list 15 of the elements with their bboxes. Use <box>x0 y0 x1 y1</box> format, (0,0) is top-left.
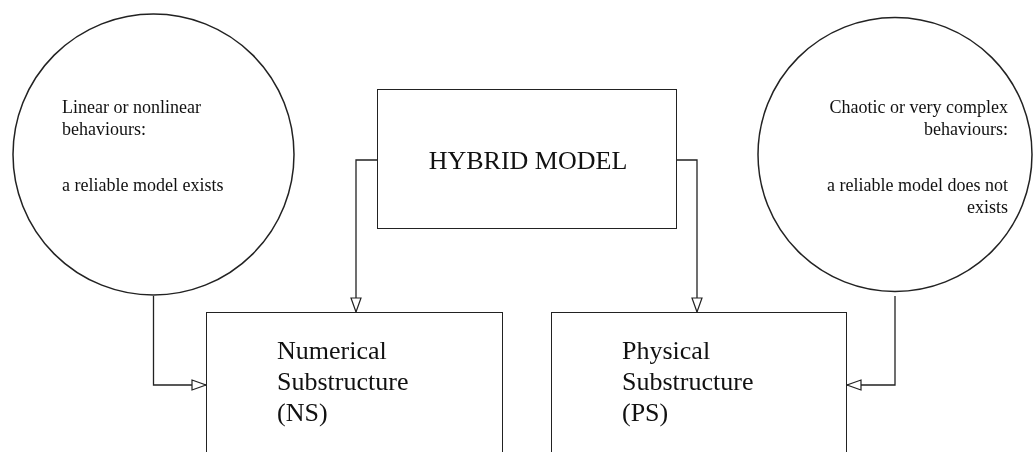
node-text: Linear or nonlinear behaviours: <box>62 97 202 141</box>
arrow <box>676 159 703 313</box>
node-text: Chaotic or very complex behaviours: <box>828 97 1008 141</box>
condition-circle <box>12 13 295 296</box>
substructure-box <box>206 312 503 452</box>
substructure-box <box>551 312 847 452</box>
model-box <box>377 89 677 229</box>
node-text: Physical Substructure (PS) <box>622 335 755 429</box>
arrow <box>846 295 896 391</box>
arrow <box>152 295 207 391</box>
arrow <box>350 159 378 313</box>
node-text: a reliable model exists <box>62 175 225 197</box>
node-text: HYBRID MODEL <box>427 145 629 177</box>
node-text: Numerical Substructure (NS) <box>277 335 410 429</box>
node-text: a reliable model does not exists <box>826 175 1008 219</box>
